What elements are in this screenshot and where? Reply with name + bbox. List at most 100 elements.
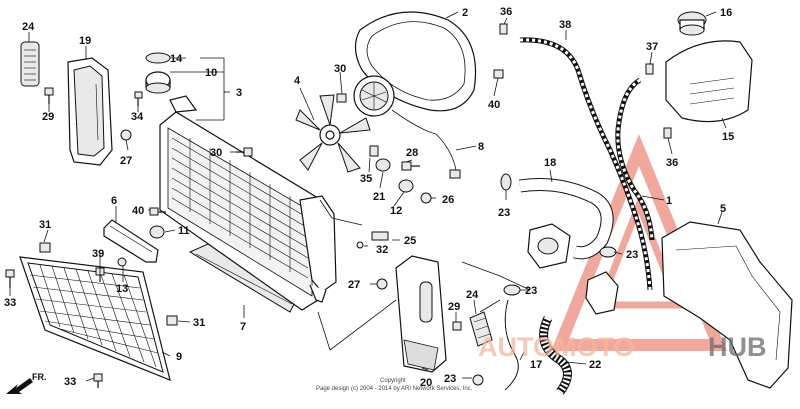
part-31-clip: [39, 242, 51, 253]
callout-9: 9: [176, 351, 182, 363]
watermark-automoto: AUTOMOTO: [478, 332, 635, 362]
callout-12: 12: [390, 205, 402, 217]
part-37-clip: [645, 63, 654, 75]
part-36-clip-b: [663, 127, 672, 139]
copyright-line-1: Copyright: [380, 378, 406, 384]
callout-39: 39: [92, 248, 104, 260]
leader-lines: [9, 11, 727, 382]
part-15-reservoir: [665, 40, 753, 123]
callout-30b: 30: [334, 63, 346, 75]
part-30-bolt: [236, 147, 253, 157]
part-34-bolt: [134, 91, 143, 106]
callout-5: 5: [720, 203, 726, 215]
callouts: 24 19 29 14 10 3 34 27 6 40 11 31 39 13 …: [4, 6, 734, 389]
part-24-pad: [20, 41, 40, 87]
callout-35: 35: [360, 173, 372, 185]
callout-40b: 40: [488, 99, 500, 111]
part-28-bolt: [401, 161, 420, 171]
fan-motor: [353, 75, 395, 117]
callout-23d: 23: [626, 249, 638, 261]
callout-29b: 29: [448, 301, 460, 313]
callout-3: 3: [236, 87, 242, 99]
part-40-bolt-b: [493, 69, 504, 79]
part-40-bolt: [149, 207, 166, 216]
callout-23c: 23: [498, 207, 510, 219]
front-direction-arrow: FR.: [6, 372, 47, 394]
callout-31b: 31: [193, 317, 205, 329]
callout-14: 14: [170, 53, 183, 65]
part-23-clamp-d: [503, 284, 521, 296]
callout-18: 18: [544, 157, 556, 169]
callout-37: 37: [646, 41, 658, 53]
callout-4: 4: [294, 75, 301, 87]
part-31-clip-b: [166, 315, 178, 326]
fr-label: FR.: [32, 372, 47, 382]
part-27-washer: [120, 129, 132, 141]
callout-11: 11: [178, 225, 190, 237]
callout-27b: 27: [348, 279, 360, 291]
callout-1: 1: [666, 195, 672, 207]
callout-22: 22: [589, 359, 601, 371]
callout-23b: 23: [444, 373, 456, 385]
pipe-joint: [585, 271, 619, 315]
callout-16: 16: [720, 7, 732, 19]
part-17-hose: [504, 299, 519, 391]
callout-31: 31: [39, 219, 51, 231]
copyright: Copyright Page design (c) 2004 - 2014 by…: [316, 378, 473, 392]
watermark-text: AUTOMOTO HUB: [478, 332, 767, 362]
part-20-cover: [395, 255, 447, 373]
part-27-bolt-b: [376, 278, 388, 290]
callout-38: 38: [559, 19, 571, 31]
callout-26: 26: [442, 194, 454, 206]
callout-30: 30: [210, 147, 222, 159]
callout-34: 34: [131, 111, 144, 123]
callout-36: 36: [500, 6, 512, 18]
callout-36b: 36: [666, 157, 678, 169]
callout-24: 24: [22, 21, 35, 33]
part-23-clamp-c: [599, 246, 617, 258]
callout-21: 21: [373, 191, 385, 203]
callout-13: 13: [116, 283, 128, 295]
part-1-tube: [615, 77, 655, 241]
callout-24b: 24: [466, 289, 479, 301]
copyright-line-2: Page design (c) 2004 - 2014 by ARI Netwo…: [316, 386, 473, 392]
part-4-fan: [295, 94, 371, 173]
part-30-grommet: [336, 93, 347, 103]
part-26-nut: [420, 192, 432, 204]
part-14-cap: [145, 52, 171, 94]
part-19-shroud: [67, 57, 113, 166]
callout-29: 29: [42, 111, 54, 123]
water-pump-housing: [527, 223, 571, 269]
part-38-tube: [519, 37, 653, 291]
callout-32: 32: [376, 244, 388, 256]
part-12-grommet: [398, 179, 414, 193]
callout-6: 6: [111, 195, 117, 207]
part-16-cap: [677, 11, 707, 36]
part-25-switch: [356, 231, 389, 249]
callout-20: 20: [420, 377, 432, 389]
watermark-hub: HUB: [708, 332, 767, 362]
callout-25: 25: [404, 235, 416, 247]
part-11-grommet: [149, 225, 165, 239]
callout-17: 17: [530, 359, 542, 371]
part-24-pad-b: [469, 311, 493, 347]
part-8-harness: [391, 109, 461, 179]
part-29-bolt: [44, 87, 54, 104]
part-5-side-cover: [661, 221, 793, 389]
part-23-clamp-a: [500, 173, 512, 191]
callout-27: 27: [120, 155, 132, 167]
part-3-radiator: [159, 95, 337, 311]
callout-2: 2: [462, 7, 468, 19]
part-9-grille: [19, 256, 171, 381]
part-33-bolt: [5, 269, 15, 288]
callout-7: 7: [240, 321, 246, 333]
callout-19: 19: [79, 35, 91, 47]
callout-33: 33: [4, 297, 16, 309]
callout-15: 15: [722, 131, 734, 143]
callout-40: 40: [132, 205, 144, 217]
callout-10: 10: [205, 67, 217, 79]
part-22-hose: [539, 316, 572, 395]
part-6-bracket: [103, 219, 159, 263]
